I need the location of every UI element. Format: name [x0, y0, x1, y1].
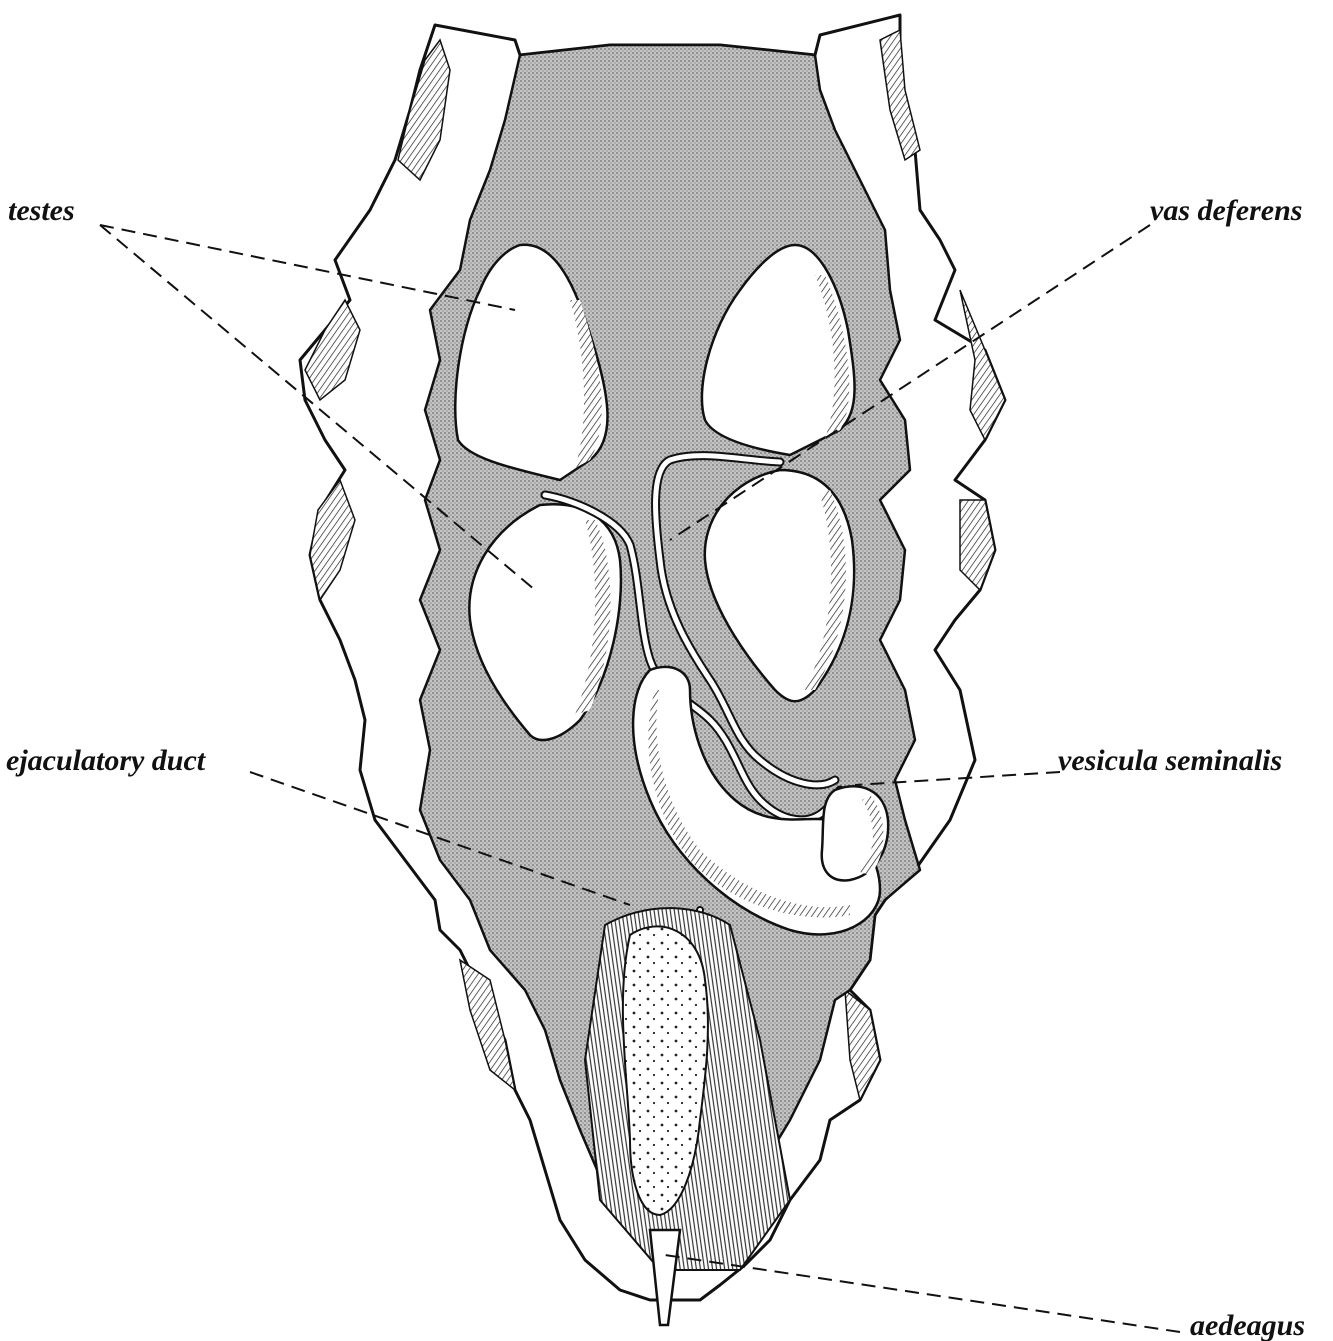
label-vesicula-seminalis: vesicula seminalis [1058, 744, 1282, 777]
label-vas-deferens: vas deferens [1150, 194, 1302, 227]
label-testes: testes [8, 194, 75, 227]
label-ejaculatory-duct: ejaculatory duct [6, 744, 207, 777]
aedeagus-organ [650, 1230, 680, 1325]
label-aedeagus: aedeagus [1190, 1309, 1305, 1341]
